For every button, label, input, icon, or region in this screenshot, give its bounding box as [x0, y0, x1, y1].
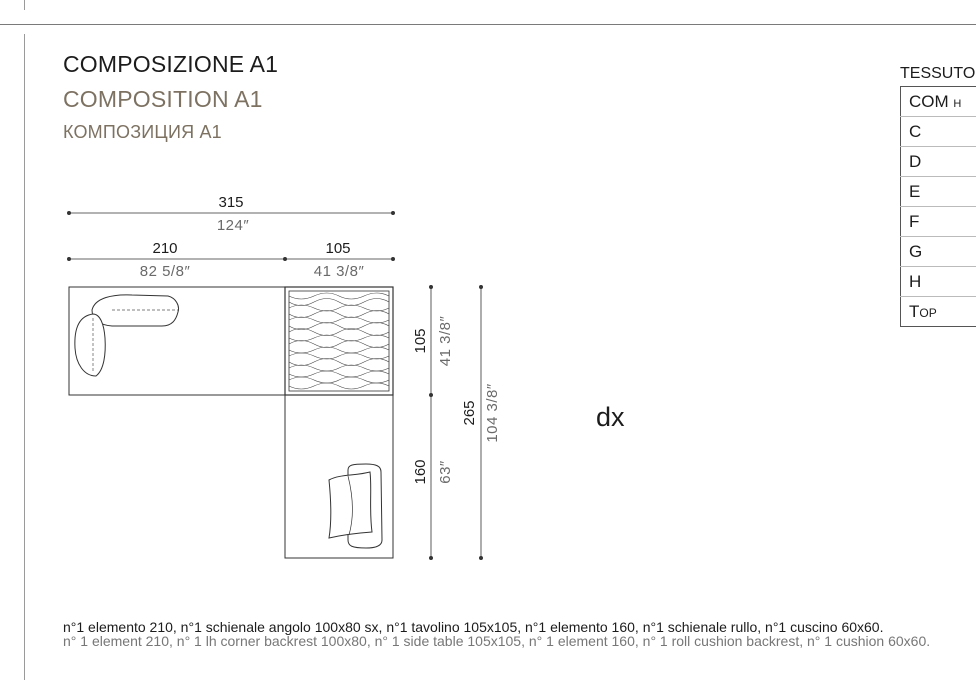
- title-english: COMPOSITION A1: [63, 86, 263, 112]
- fabric-cell: Top: [900, 296, 976, 327]
- fabric-cell: COM H: [900, 86, 976, 117]
- fabric-row: C: [900, 116, 976, 147]
- description-italian: n°1 elemento 210, n°1 schienale angolo 1…: [63, 619, 884, 635]
- description: n°1 elemento 210, n°1 schienale angolo 1…: [63, 620, 943, 648]
- dim-table-depth-in: 41 3/8″: [437, 316, 454, 367]
- fabric-row: H: [900, 266, 976, 297]
- dim-element-depth-in: 63″: [437, 460, 454, 484]
- fabric-table-panel: TESSUTO COM H C D E F G H Top: [900, 62, 976, 327]
- dim-left-in: 82 5/8″: [140, 263, 191, 280]
- element-160-outline: [284, 394, 394, 559]
- dim-right-in: 41 3/8″: [314, 263, 365, 280]
- top-rule: [0, 24, 976, 25]
- fabric-cell: C: [900, 116, 976, 147]
- dim-total-cm: 315: [218, 194, 243, 211]
- left-rule-top: [24, 0, 25, 10]
- fabric-cell: G: [900, 236, 976, 267]
- dim-right-cm: 105: [325, 240, 350, 257]
- fabric-title: TESSUTO: [900, 65, 976, 82]
- fabric-row: D: [900, 146, 976, 177]
- description-english: n° 1 element 210, n° 1 lh corner backres…: [63, 633, 931, 649]
- fabric-row: G: [900, 236, 976, 267]
- cushion-60x60: [328, 471, 373, 539]
- fabric-row: E: [900, 176, 976, 207]
- corner-backrest-side: [74, 313, 106, 377]
- fabric-row: COM H: [900, 86, 976, 117]
- fabric-cell: E: [900, 176, 976, 207]
- corner-backrest-cushion: [91, 294, 179, 327]
- left-rule: [24, 34, 25, 680]
- fabric-cell: F: [900, 206, 976, 237]
- fabric-row: Top: [900, 296, 976, 327]
- title-russian: КОМПОЗИЦИЯ A1: [63, 122, 222, 142]
- fabric-table: COM H C D E F G H Top: [900, 86, 976, 327]
- dim-total-depth-in: 104 3/8″: [484, 383, 501, 443]
- orientation-label: dx: [596, 402, 625, 432]
- fabric-cell: D: [900, 146, 976, 177]
- dim-total-depth-cm: 265: [461, 400, 478, 425]
- dim-left-cm: 210: [152, 240, 177, 257]
- fabric-row: F: [900, 206, 976, 237]
- side-table-grain: [288, 292, 390, 390]
- title-italian: COMPOSIZIONE A1: [63, 51, 279, 77]
- dim-table-depth-cm: 105: [412, 328, 429, 353]
- dim-element-depth-cm: 160: [412, 459, 429, 484]
- dim-total-in: 124″: [217, 217, 250, 234]
- fabric-cell: H: [900, 266, 976, 297]
